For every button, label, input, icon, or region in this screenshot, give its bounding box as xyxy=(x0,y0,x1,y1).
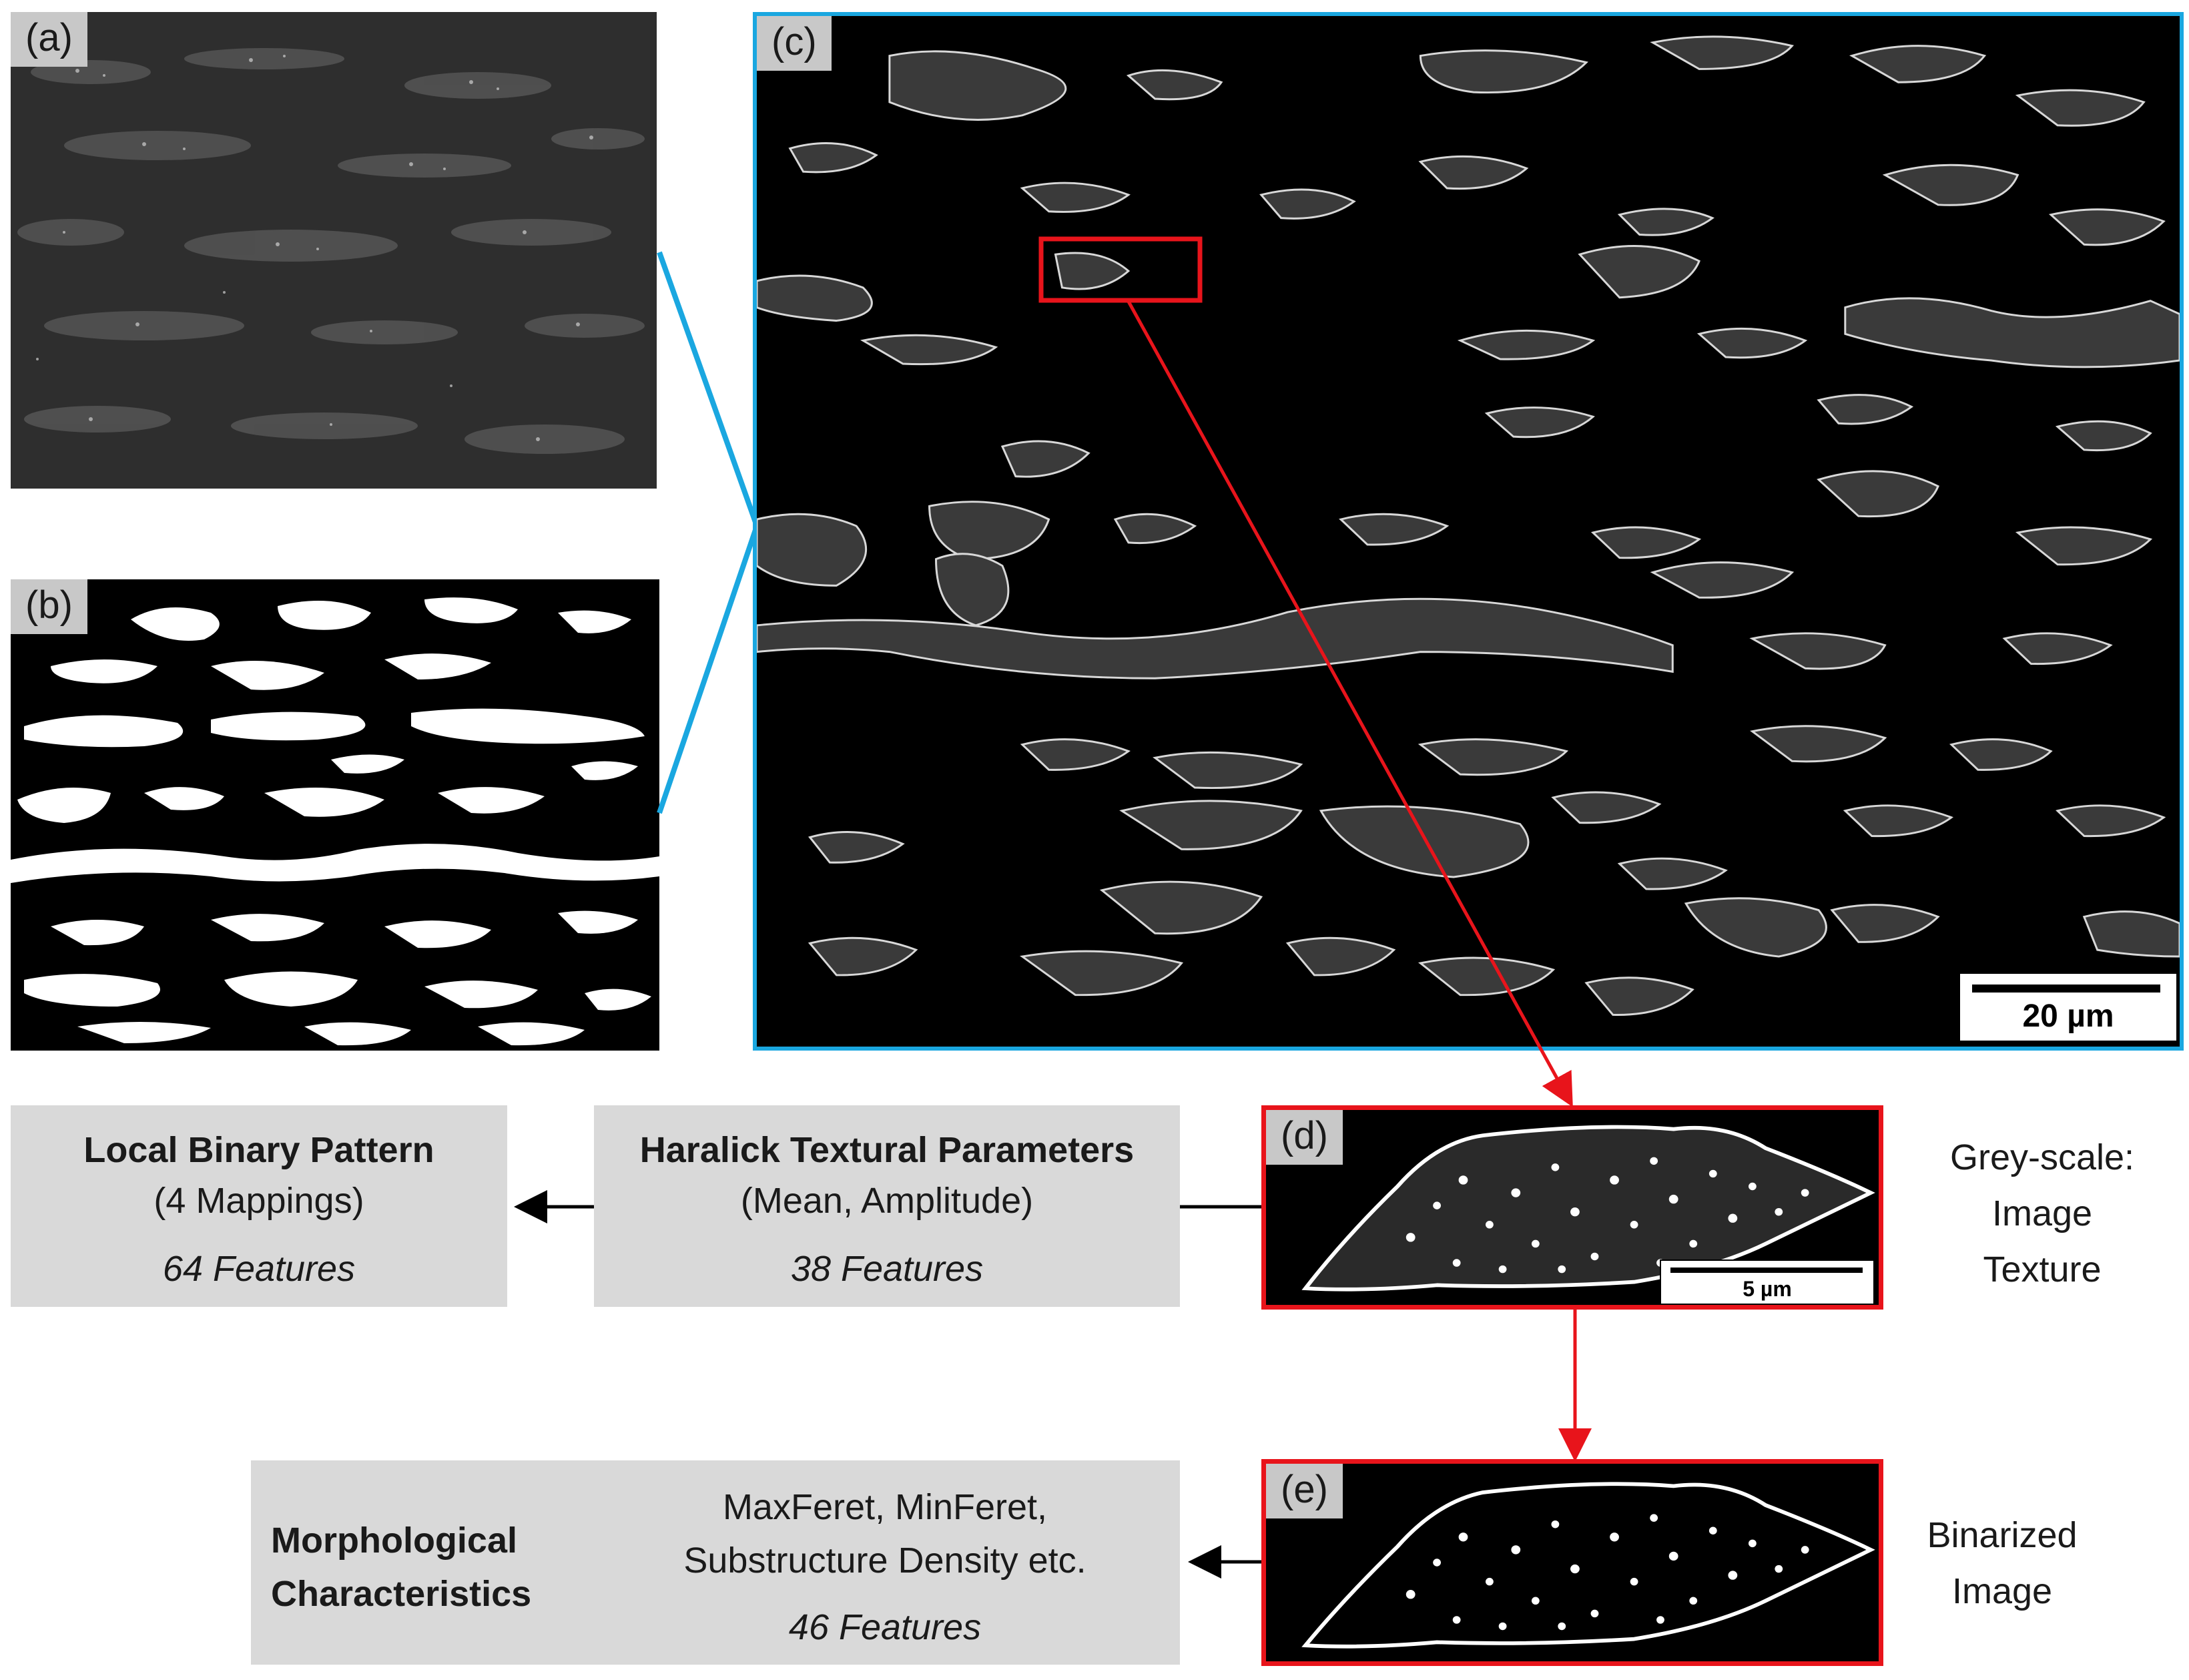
haralick-subtitle: (Mean, Amplitude) xyxy=(740,1181,1034,1221)
scale-bar-5um-text: 5 µm xyxy=(1743,1277,1792,1301)
binarized-line-2: Image xyxy=(1951,1571,2053,1611)
haralick-title: Haralick Textural Parameters xyxy=(639,1130,1135,1170)
lbp-subtitle: (4 Mappings) xyxy=(153,1181,364,1221)
panel-e-label: (e) xyxy=(1266,1464,1343,1518)
morph-desc: MaxFeret, MinFeret, Substructure Density… xyxy=(598,1480,1172,1654)
morph-desc-line-1: MaxFeret, MinFeret, xyxy=(722,1487,1048,1527)
panel-b-binarized: (b) xyxy=(11,579,659,1051)
morph-desc-line-2: Substructure Density etc. xyxy=(683,1541,1086,1581)
haralick-box: Haralick Textural Parameters (Mean, Ampl… xyxy=(594,1105,1180,1307)
morph-features: 46 Features xyxy=(788,1607,982,1647)
binarized-line-1: Binarized xyxy=(1927,1515,2078,1555)
binarized-label: Binarized Image xyxy=(1882,1507,2122,1619)
lbp-box: Local Binary Pattern (4 Mappings) 64 Fea… xyxy=(11,1105,507,1307)
panel-c-micrograph: (c) 20 µm xyxy=(753,12,2184,1051)
greyscale-line-2: Image xyxy=(1991,1193,2093,1233)
panel-c-grains xyxy=(757,35,2180,1016)
panel-a-micrograph: (a) xyxy=(11,12,657,489)
greyscale-label: Grey-scale: Image Texture xyxy=(1902,1129,2182,1298)
greyscale-line-3: Texture xyxy=(1983,1249,2102,1290)
panel-e-particle xyxy=(1301,1482,1875,1649)
panel-e-binarized-particle: (e) xyxy=(1261,1459,1883,1666)
haralick-features: 38 Features xyxy=(790,1249,984,1289)
panel-a-label: (a) xyxy=(11,12,87,67)
morph-box: Morphological Characteristics MaxFeret, … xyxy=(251,1460,1180,1665)
scale-bar-text: 20 µm xyxy=(2022,999,2114,1034)
morph-title: Morphological Characteristics xyxy=(271,1514,618,1621)
scale-bar-20um: 20 µm xyxy=(1958,972,2178,1043)
scale-bar-line xyxy=(1972,985,2160,993)
panel-a-texture xyxy=(17,48,645,454)
panel-d-particle xyxy=(1301,1125,1875,1292)
panel-d-label: (d) xyxy=(1266,1110,1343,1165)
scale-bar-5um: 5 µm xyxy=(1660,1259,1875,1305)
morph-title-line-2: Characteristics xyxy=(271,1574,532,1614)
lbp-title: Local Binary Pattern xyxy=(83,1130,434,1170)
panel-d-greyscale-particle: (d) 5 µm xyxy=(1261,1105,1883,1310)
scale-bar-5um-line xyxy=(1670,1268,1863,1273)
panel-b-label: (b) xyxy=(11,579,87,634)
panel-c-label: (c) xyxy=(757,16,832,71)
greyscale-line-1: Grey-scale: xyxy=(1949,1137,2135,1177)
lbp-features: 64 Features xyxy=(162,1249,356,1289)
morph-title-line-1: Morphological xyxy=(271,1520,517,1561)
panel-b-phases xyxy=(11,597,659,1046)
